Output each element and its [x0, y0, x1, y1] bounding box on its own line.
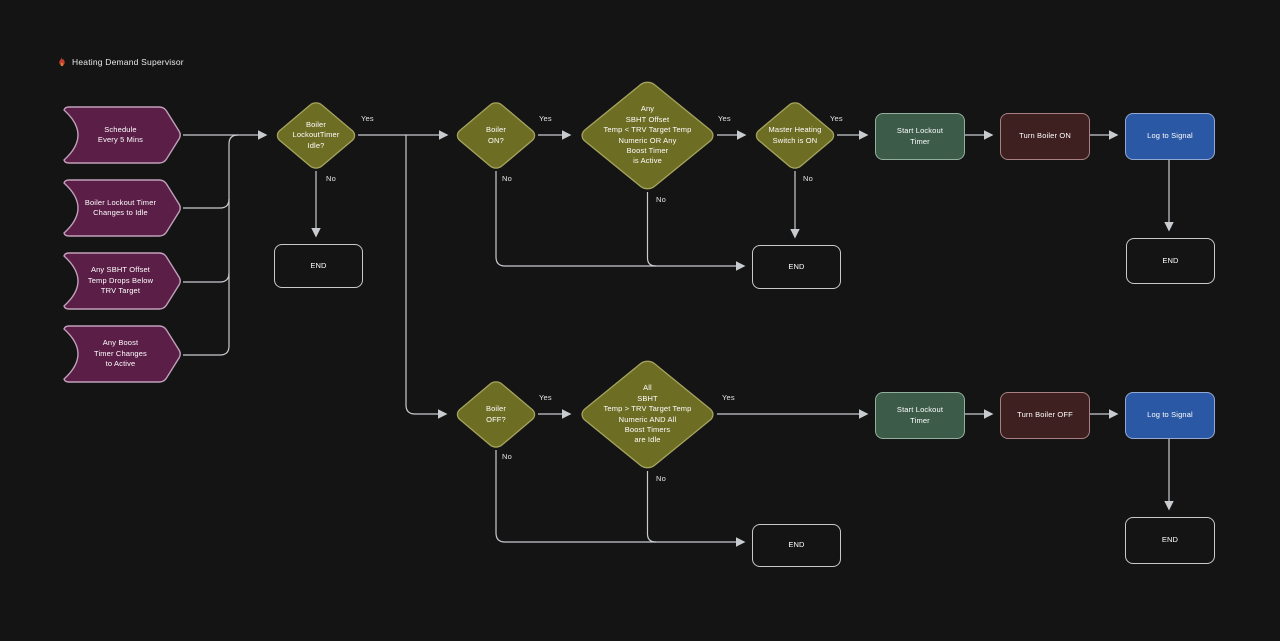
node-decision-boiler-off: Boiler OFF?: [454, 379, 538, 450]
node-decision-master-heating-on: Master Heating Switch is ON: [753, 100, 837, 171]
node-label: Start Lockout Timer: [896, 126, 944, 146]
node-log-to-signal-1: Log to Signal: [1125, 113, 1215, 160]
node-label: Boiler LockoutTimer Idle?: [292, 119, 340, 150]
node-end-4: END: [752, 524, 841, 567]
diamond-shape: [578, 79, 717, 192]
diagram-title-text: Heating Demand Supervisor: [72, 56, 184, 67]
edge-label-no: No: [326, 174, 336, 183]
chevron-shape: [63, 252, 181, 310]
node-label: Any SBHT Offset Temp Drops Below TRV Tar…: [87, 265, 154, 296]
chevron-shape: [63, 325, 181, 383]
diamond-shape: [753, 100, 837, 171]
edge-label-yes: Yes: [361, 114, 374, 123]
node-start-lockout-timer-2: Start Lockout Timer: [875, 392, 965, 439]
node-label: END: [310, 260, 327, 270]
edge-lockout-idle-stub: [183, 198, 230, 209]
edge-label-no: No: [656, 195, 666, 204]
node-label: Any SBHT Offset Temp < TRV Target Temp N…: [603, 104, 692, 166]
node-label: Log to Signal: [1147, 410, 1193, 420]
node-trigger-schedule: Schedule Every 5 Mins: [58, 106, 183, 164]
edge-boost-active-stub: [183, 345, 230, 356]
flame-icon: [59, 56, 65, 67]
diagram-title: Heating Demand Supervisor: [57, 56, 184, 67]
node-decision-boiler-on: Boiler ON?: [454, 100, 538, 171]
diamond-shape: [454, 100, 538, 171]
node-decision-any-sbht-or-boost: Any SBHT Offset Temp < TRV Target Temp N…: [578, 79, 717, 192]
node-end-5: END: [1125, 517, 1215, 564]
node-label: END: [1161, 535, 1179, 545]
node-turn-boiler-off: Turn Boiler OFF: [1000, 392, 1090, 439]
node-label: END: [1162, 255, 1179, 265]
edge-label-yes: Yes: [830, 114, 843, 123]
edge-label-yes: Yes: [718, 114, 731, 123]
edge-label-no: No: [803, 174, 813, 183]
node-end-3: END: [1126, 238, 1215, 284]
node-label: Boiler ON?: [485, 125, 507, 145]
node-end-2: END: [752, 245, 841, 289]
node-end-1: END: [274, 244, 363, 288]
node-turn-boiler-on: Turn Boiler ON: [1000, 113, 1090, 160]
edge-d3-no-join: [646, 192, 657, 267]
node-start-lockout-timer-1: Start Lockout Timer: [875, 113, 965, 160]
diamond-shape: [578, 358, 717, 471]
node-decision-lockout-timer-idle: Boiler LockoutTimer Idle?: [274, 100, 358, 171]
node-label: END: [788, 261, 805, 271]
node-label: Boiler Lockout Timer Changes to Idle: [84, 197, 157, 217]
node-label: Start Lockout Timer: [896, 405, 944, 425]
edge-d6-no-join: [646, 471, 657, 543]
node-label: All SBHT Temp > TRV Target Temp Numeric …: [603, 383, 692, 445]
node-trigger-boost-timer-active: Any Boost Timer Changes to Active: [58, 325, 183, 383]
node-label: Boiler OFF?: [485, 404, 507, 424]
node-label: Turn Boiler ON: [1019, 131, 1071, 141]
diamond-shape: [454, 379, 538, 450]
node-trigger-lockout-timer-idle: Boiler Lockout Timer Changes to Idle: [58, 179, 183, 237]
node-log-to-signal-2: Log to Signal: [1125, 392, 1215, 439]
edge-label-no: No: [656, 474, 666, 483]
edge-d1-yes-branch-to-boiler-off: [405, 135, 448, 419]
diamond-shape: [274, 100, 358, 171]
edge-label-no: No: [502, 452, 512, 461]
node-decision-all-sbht-and-idle: All SBHT Temp > TRV Target Temp Numeric …: [578, 358, 717, 471]
edge-label-yes: Yes: [539, 114, 552, 123]
chevron-shape: [63, 106, 181, 164]
edge-sbht-drop-stub: [183, 272, 230, 283]
chevron-shape: [63, 179, 181, 237]
node-label: Schedule Every 5 Mins: [97, 124, 144, 144]
node-label: Any Boost Timer Changes to Active: [94, 338, 147, 369]
edge-label-yes: Yes: [539, 393, 552, 402]
edge-label-yes: Yes: [722, 393, 735, 402]
node-trigger-sbht-offset-drops: Any SBHT Offset Temp Drops Below TRV Tar…: [58, 252, 183, 310]
node-label: Turn Boiler OFF: [1017, 410, 1073, 420]
node-label: END: [788, 540, 805, 550]
edge-trigger-bus: [228, 134, 239, 346]
node-label: Log to Signal: [1147, 131, 1193, 141]
edge-label-no: No: [502, 174, 512, 183]
node-label: Master Heating Switch is ON: [768, 125, 822, 145]
